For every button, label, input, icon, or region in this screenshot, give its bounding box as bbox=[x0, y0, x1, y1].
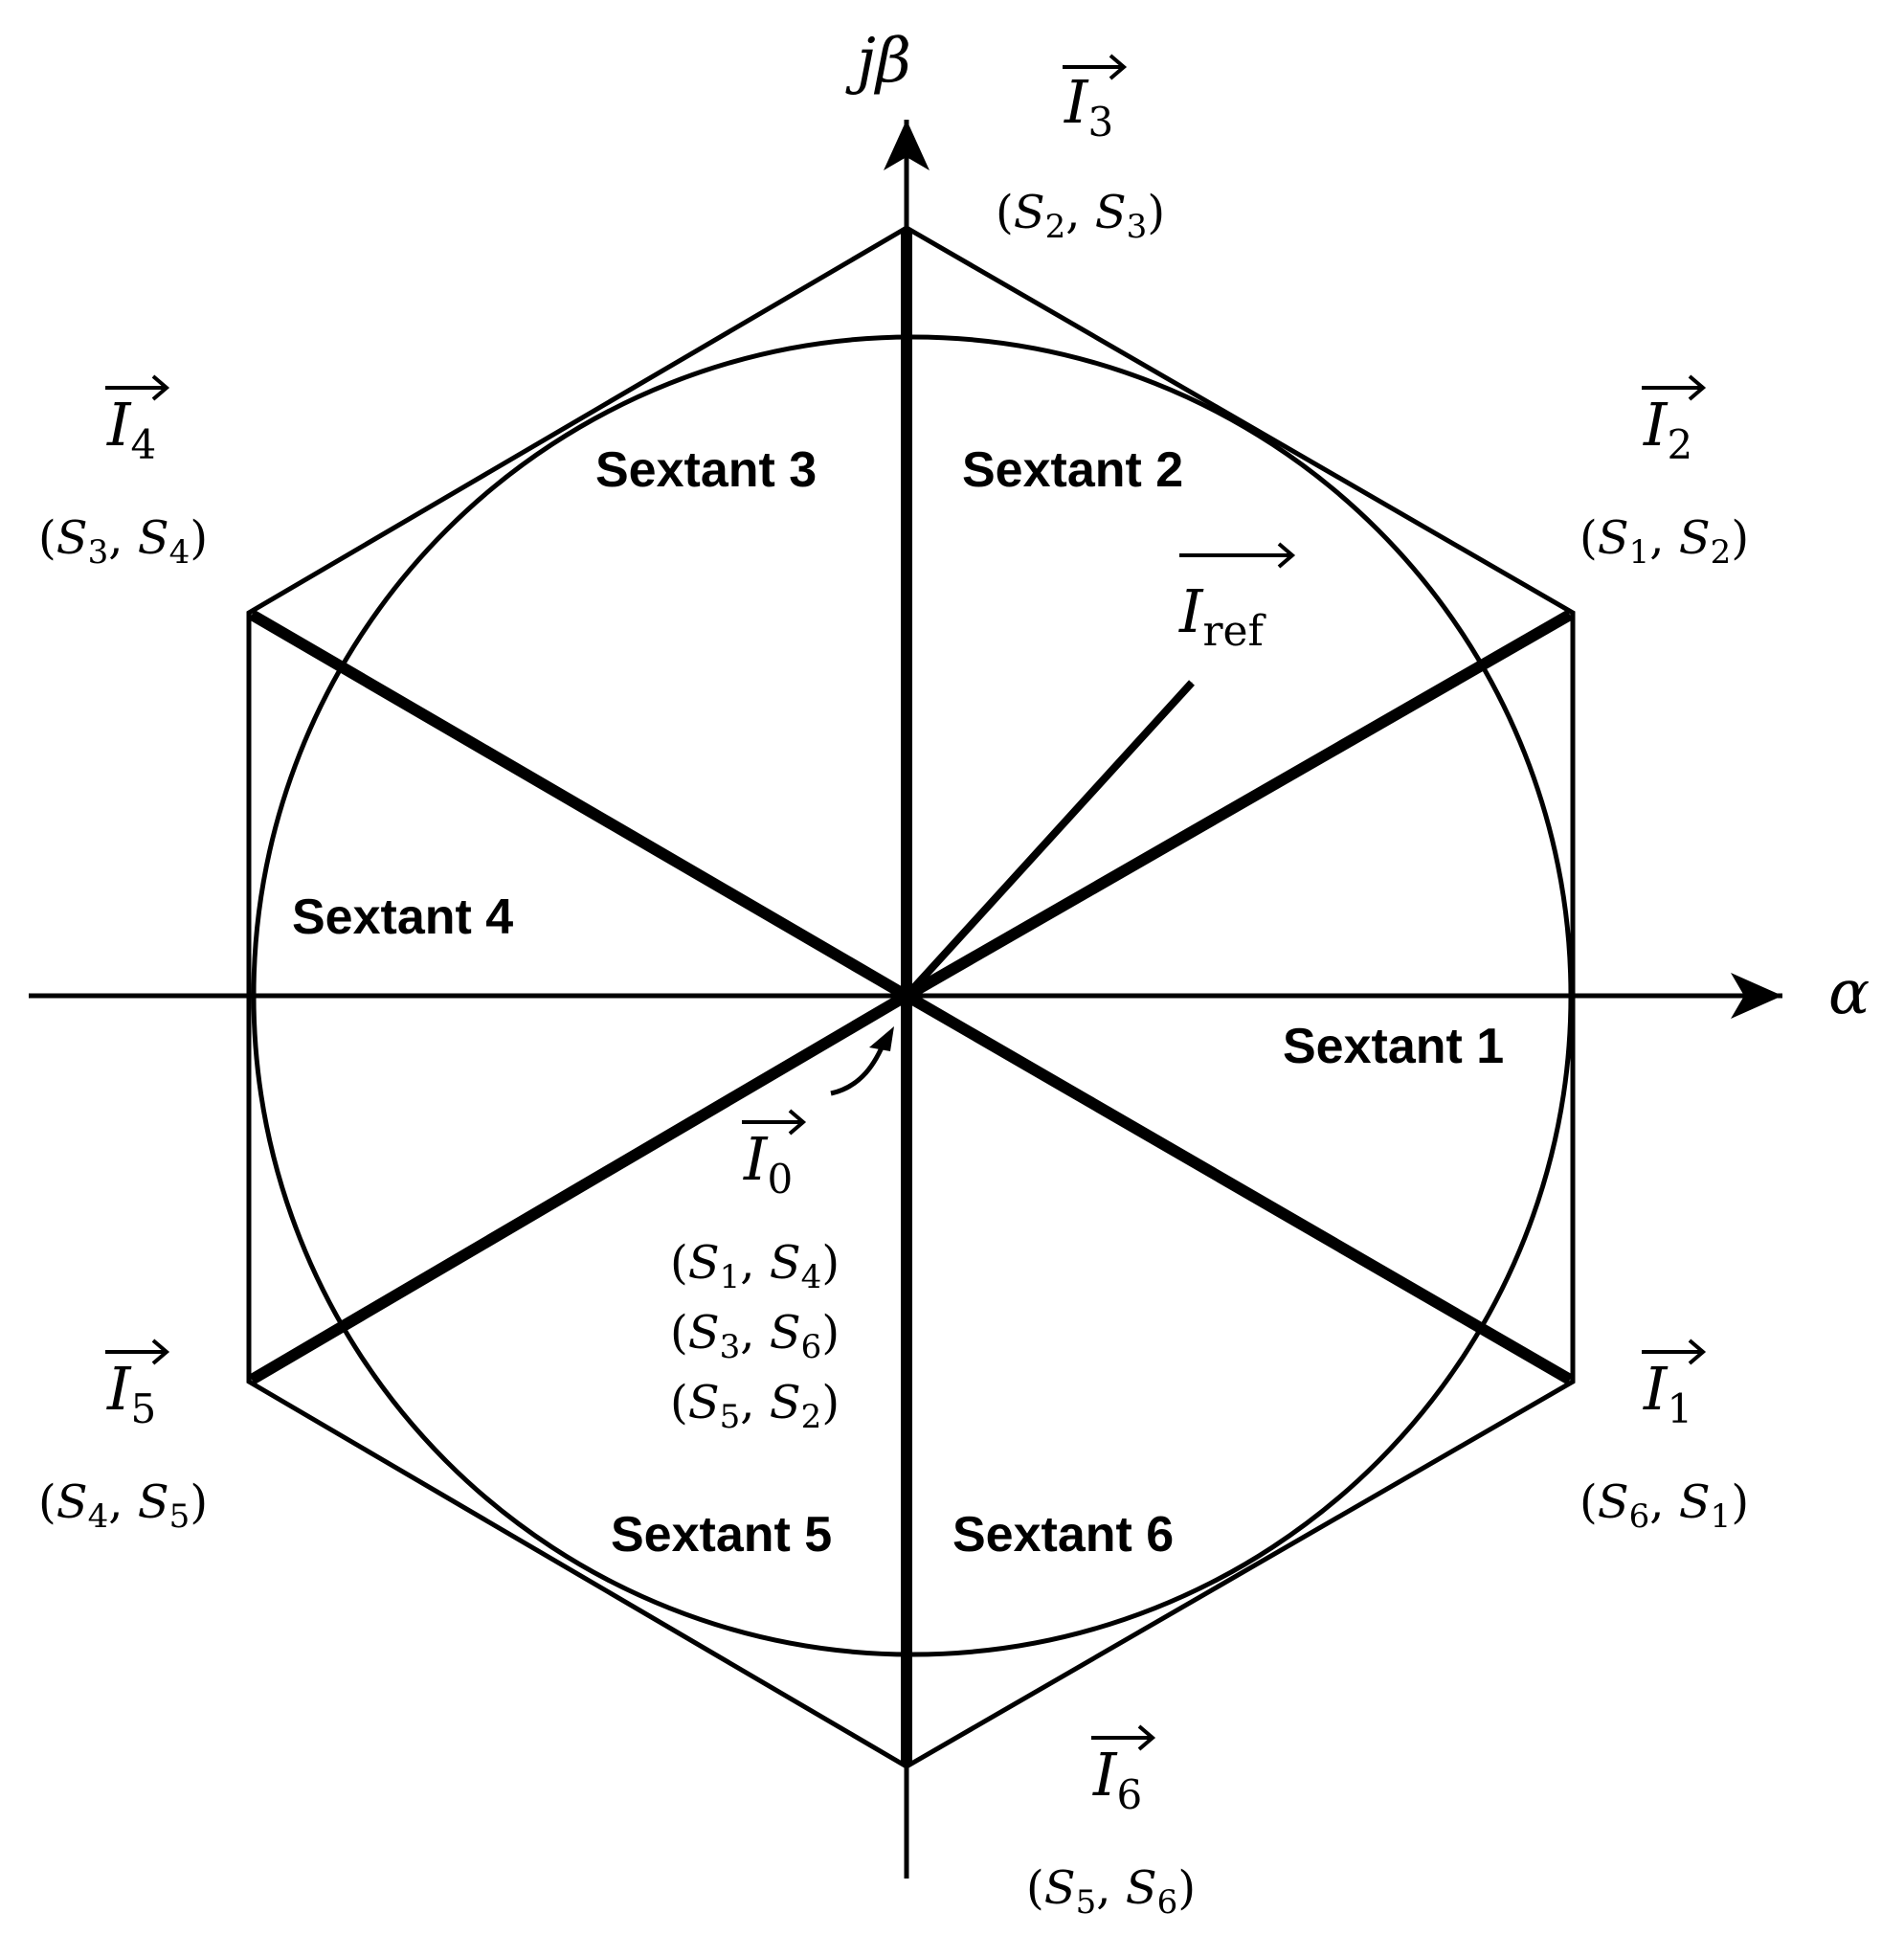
vector-i1-arrow bbox=[903, 990, 1574, 1385]
vector-iref-base: I bbox=[1178, 576, 1204, 646]
switch-state-i0-3: (S5, S2) bbox=[670, 1376, 840, 1436]
sextant-label-5: Sextant 5 bbox=[611, 1507, 832, 1563]
jbeta-axis-arrowhead bbox=[884, 120, 930, 170]
switch-state-i0-2: (S3, S6) bbox=[670, 1306, 840, 1366]
vector-label-i3: I3 bbox=[1063, 54, 1128, 146]
switch-state-i4: (S3, S4) bbox=[38, 511, 208, 572]
vector-i4-arrow bbox=[248, 609, 910, 1001]
svg-text:Iref: Iref bbox=[1178, 576, 1266, 656]
vector-i6-base: I bbox=[1092, 1740, 1118, 1810]
switch-state-i3: (S2, S3) bbox=[996, 186, 1165, 246]
sextant-label-6: Sextant 6 bbox=[952, 1507, 1174, 1563]
vector-i2-arrow bbox=[904, 609, 1573, 1001]
svg-text:I2: I2 bbox=[1643, 390, 1692, 468]
vector-i1-sub: 1 bbox=[1668, 1385, 1693, 1432]
switch-state-i1: (S6, S1) bbox=[1579, 1475, 1749, 1536]
switch-state-i2: (S1, S2) bbox=[1579, 511, 1749, 572]
sextant-label-1: Sextant 1 bbox=[1283, 1019, 1504, 1074]
svg-text:I4: I4 bbox=[106, 390, 156, 468]
vector-i4-sub: 4 bbox=[131, 421, 157, 468]
svg-text:I1: I1 bbox=[1643, 1354, 1692, 1432]
vector-label-i0: I0 bbox=[742, 1109, 807, 1203]
svg-text:I6: I6 bbox=[1092, 1740, 1142, 1818]
vector-i0-sub: 0 bbox=[768, 1156, 794, 1203]
vector-i2-base: I bbox=[1643, 390, 1669, 460]
vector-i6-sub: 6 bbox=[1117, 1771, 1143, 1818]
alpha-axis-label: α bbox=[1828, 957, 1870, 1028]
vector-label-iref: Iref bbox=[1178, 542, 1296, 656]
vector-label-i6: I6 bbox=[1091, 1724, 1156, 1818]
vector-i5-sub: 5 bbox=[131, 1385, 157, 1432]
jbeta-axis-label: jβ bbox=[845, 26, 911, 97]
switch-state-i0-1: (S1, S4) bbox=[670, 1236, 840, 1296]
switch-state-i5: (S4, S5) bbox=[38, 1475, 208, 1536]
active-vectors bbox=[248, 230, 1574, 1765]
svg-text:I3: I3 bbox=[1064, 67, 1113, 146]
vector-label-i1: I1 bbox=[1642, 1339, 1707, 1432]
vector-i1-base: I bbox=[1643, 1354, 1669, 1424]
vector-i3-base: I bbox=[1064, 67, 1089, 137]
sextant-label-2: Sextant 2 bbox=[962, 442, 1183, 498]
vector-i5-base: I bbox=[106, 1354, 132, 1424]
vector-i4-base: I bbox=[106, 390, 132, 460]
svg-text:I5: I5 bbox=[106, 1354, 156, 1432]
vector-iref-sub: ref bbox=[1203, 607, 1266, 656]
vector-i5-arrow bbox=[248, 990, 910, 1385]
vector-label-i5: I5 bbox=[105, 1339, 170, 1432]
alpha-axis-arrowhead bbox=[1731, 973, 1782, 1019]
switch-state-i6: (S5, S6) bbox=[1026, 1861, 1196, 1922]
vector-label-i4: I4 bbox=[105, 374, 170, 468]
sextant-label-3: Sextant 3 bbox=[595, 442, 817, 498]
sextant-label-4: Sextant 4 bbox=[292, 889, 513, 945]
vector-i3-sub: 3 bbox=[1088, 99, 1114, 146]
vector-label-i2: I2 bbox=[1642, 374, 1707, 468]
vector-iref-arrow bbox=[904, 680, 1195, 999]
vector-i0-base: I bbox=[743, 1124, 769, 1194]
i0-pointer-arrowhead bbox=[869, 1026, 894, 1051]
svg-text:I0: I0 bbox=[743, 1124, 793, 1203]
vector-i2-sub: 2 bbox=[1668, 421, 1693, 468]
